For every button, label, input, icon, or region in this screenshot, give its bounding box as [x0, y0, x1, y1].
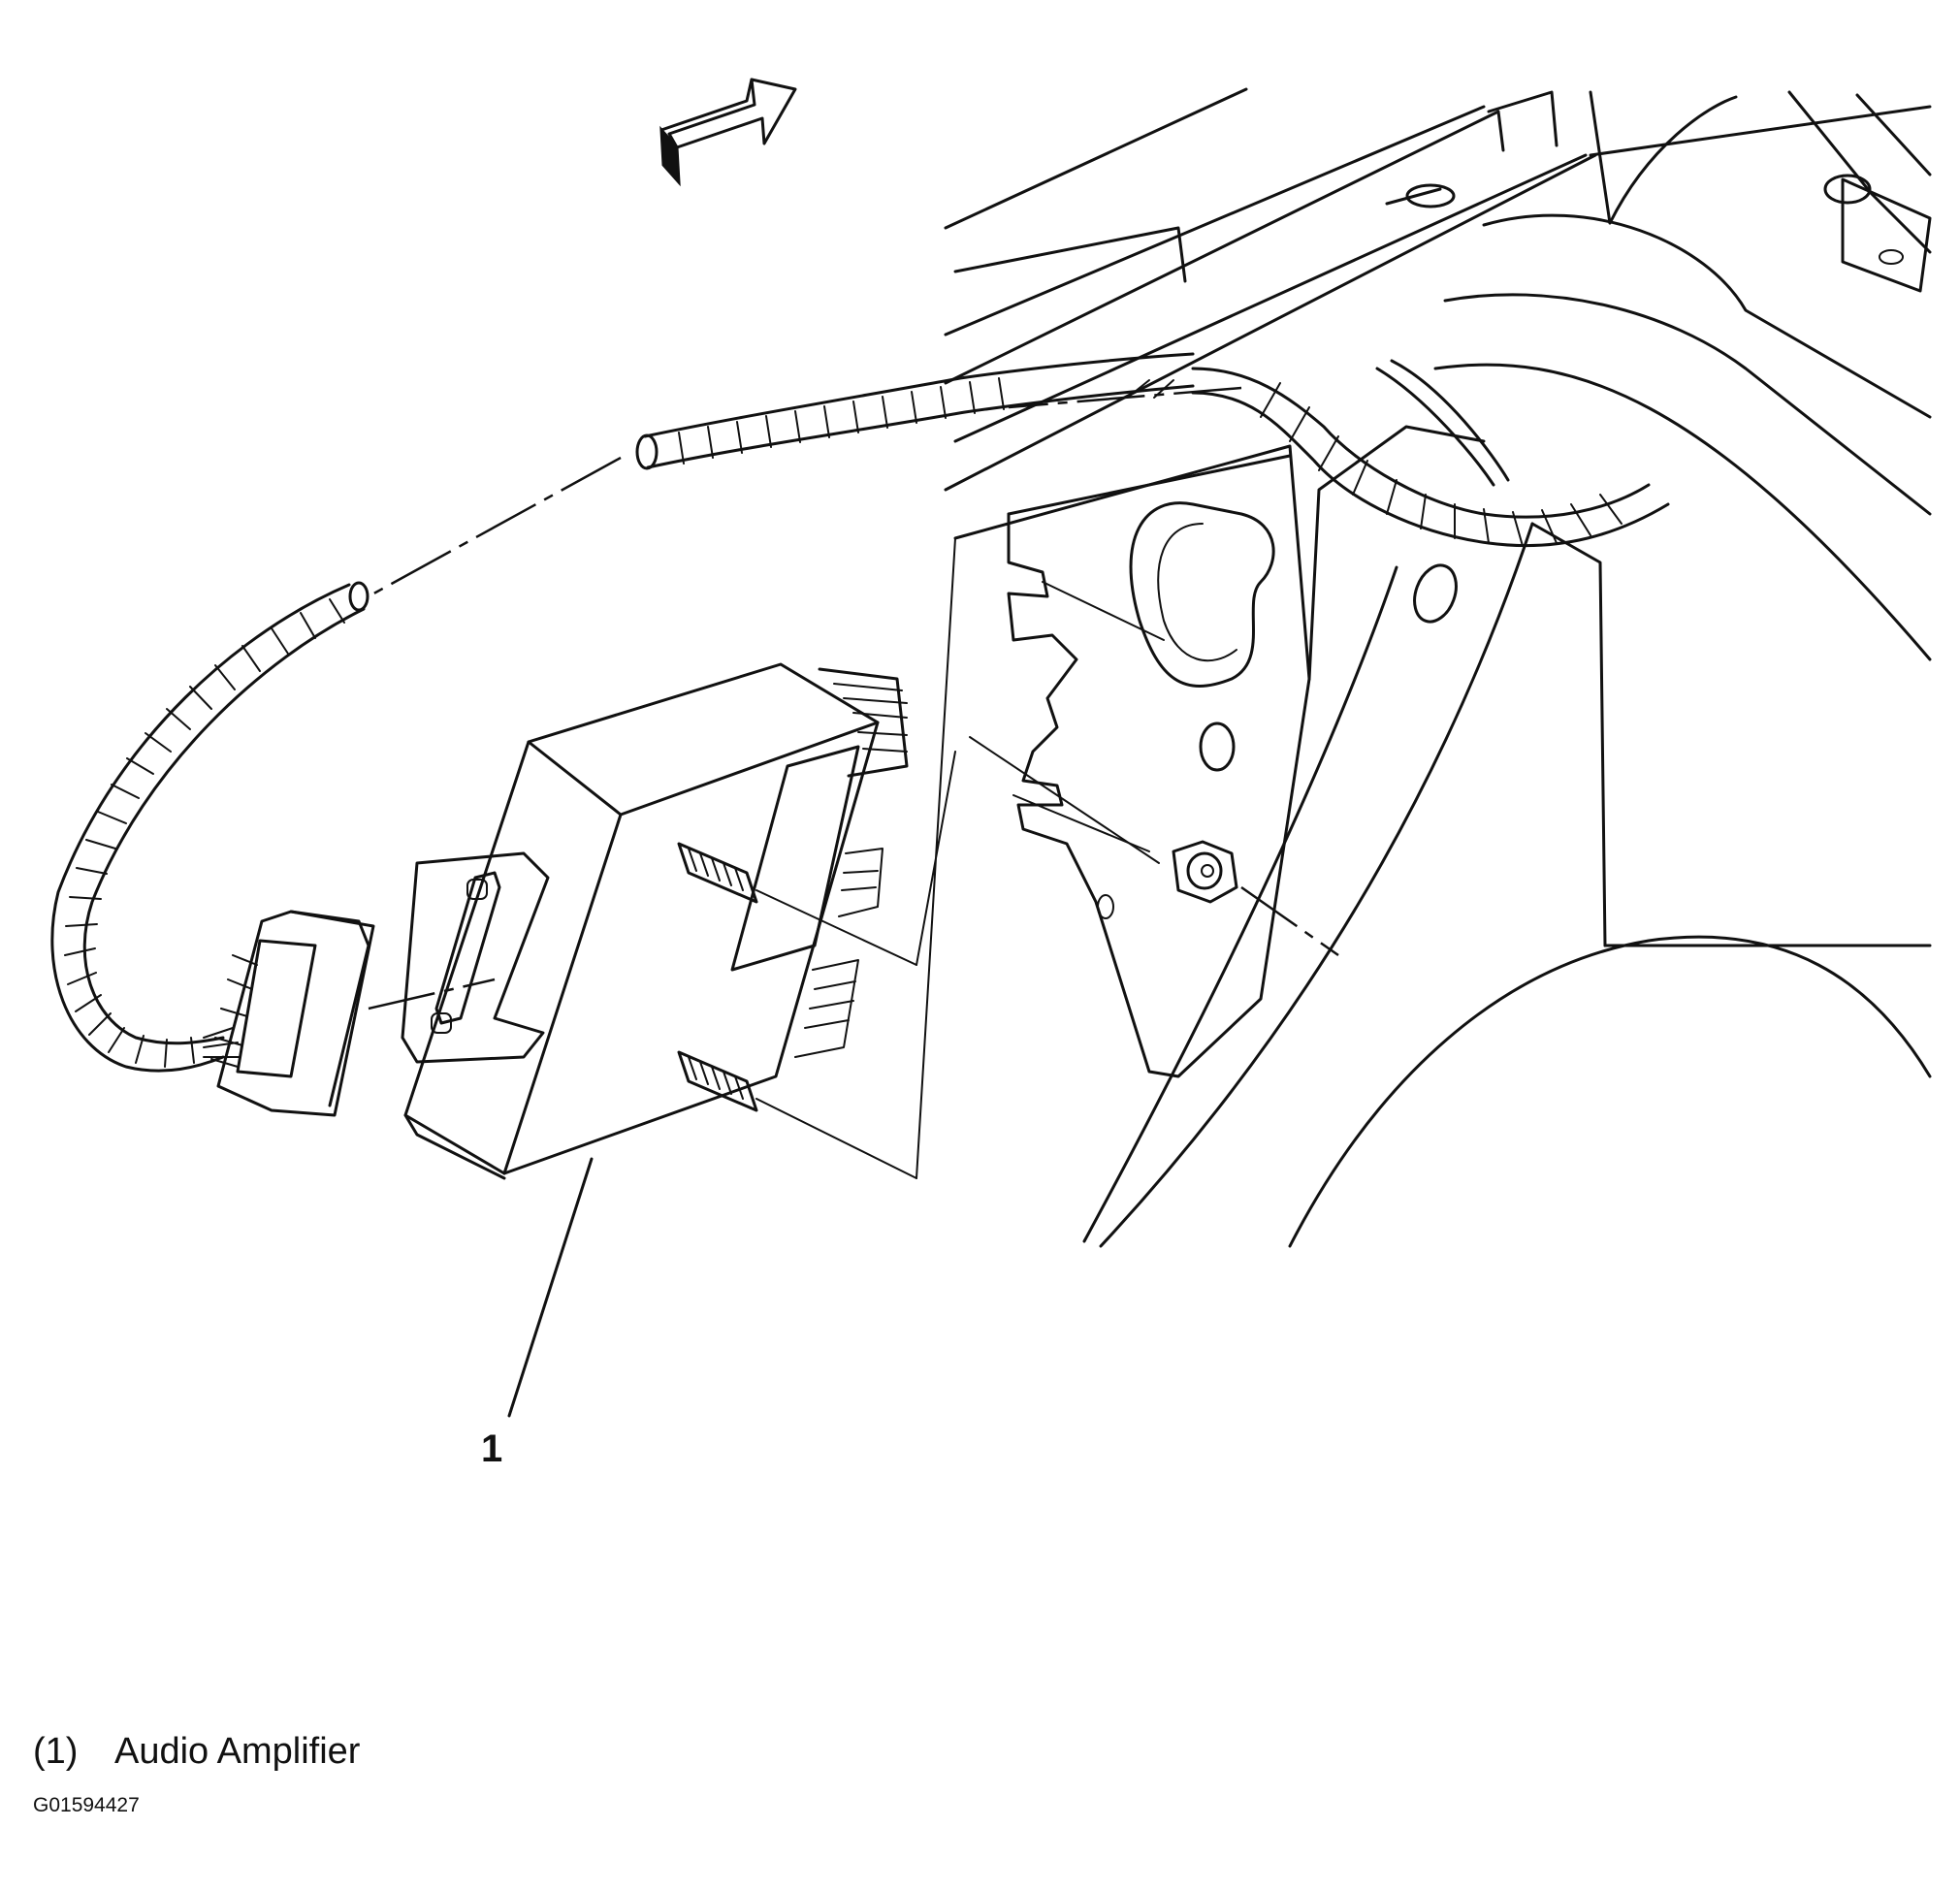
legend-label: Audio Amplifier: [114, 1731, 361, 1772]
callout-number-1: 1: [481, 1427, 503, 1470]
legend-entry-1: (1) Audio Amplifier: [33, 1731, 360, 1773]
vehicle-body-structure: [944, 87, 1932, 661]
callout-leader-line: [507, 1157, 594, 1418]
figure-id: G01594427: [33, 1794, 140, 1816]
harness-connector-icon: [210, 910, 496, 1117]
legend-number: (1): [33, 1731, 79, 1772]
mounting-bracket: [953, 425, 1607, 1078]
front-direction-arrow-icon: [659, 78, 797, 187]
hex-nut-icon: [1172, 840, 1339, 957]
wheel-house-panel: [1082, 522, 1932, 1248]
audio-amplifier-icon: [401, 537, 1165, 1180]
wiring-harness-icon: [50, 352, 1670, 1073]
